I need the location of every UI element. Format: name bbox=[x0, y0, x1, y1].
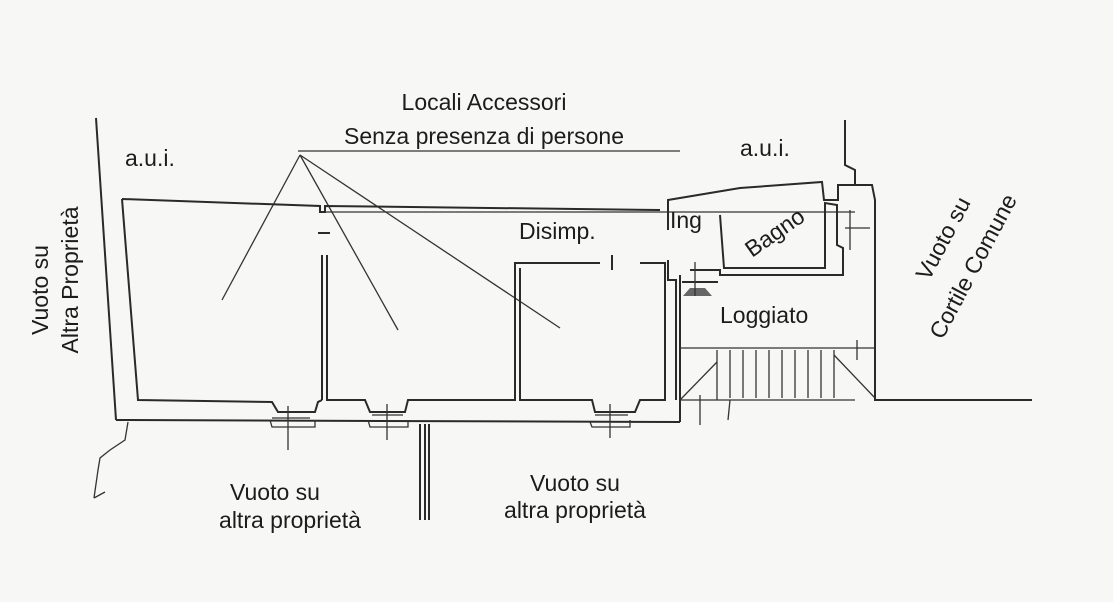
title-line1: Locali Accessori bbox=[402, 89, 567, 115]
title-line2: Senza presenza di persone bbox=[344, 123, 624, 149]
left-side-label-line1: Vuoto su bbox=[27, 245, 53, 335]
leader-lines bbox=[221, 154, 561, 331]
bottom-left-label-line2: altra proprietà bbox=[219, 507, 361, 533]
disimp-label: Disimp. bbox=[519, 218, 596, 244]
aui-left-label: a.u.i. bbox=[125, 145, 175, 171]
bottom-center-label-line1: Vuoto su bbox=[530, 470, 620, 496]
entry-arrow-icon bbox=[683, 288, 712, 296]
left-side-label-line2: Altra Proprietà bbox=[57, 206, 83, 353]
loggiato-label: Loggiato bbox=[720, 302, 808, 328]
stairs bbox=[679, 340, 876, 425]
aui-right-label: a.u.i. bbox=[740, 135, 790, 161]
bottom-left-label-line1: Vuoto su bbox=[230, 479, 320, 505]
walls bbox=[93, 117, 1032, 520]
ing-label: Ing bbox=[670, 207, 702, 233]
bottom-center-label-line2: altra proprietà bbox=[504, 497, 646, 523]
